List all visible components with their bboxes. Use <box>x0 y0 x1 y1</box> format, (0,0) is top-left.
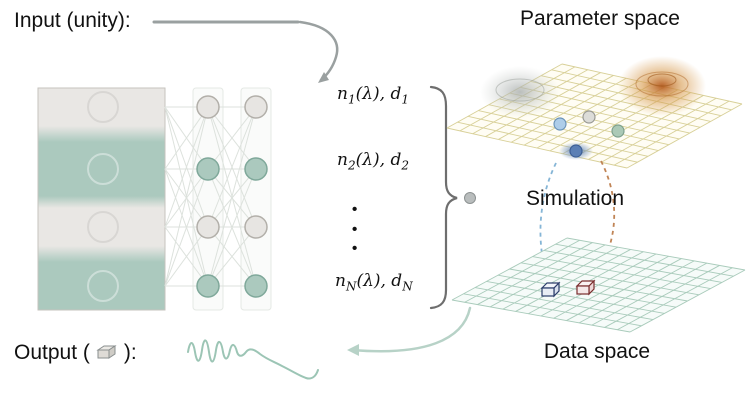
parameter-space-points <box>553 110 625 158</box>
output-label-prefix: Output ( <box>14 341 90 364</box>
parameter-space-title: Parameter space <box>520 7 680 30</box>
param-N-sub: N <box>345 279 357 294</box>
param-1-sub2: 1 <box>401 92 409 107</box>
param-2-var: n <box>337 150 348 170</box>
network-nodes <box>196 95 268 298</box>
data-space-mesh <box>451 237 746 333</box>
simulation-label: Simulation <box>525 187 625 210</box>
output-label-suffix: ): <box>123 341 137 364</box>
node-column-2-panel <box>240 87 272 311</box>
brace <box>429 85 458 310</box>
data-cube-blue <box>540 281 561 298</box>
param-1-sub: 1 <box>347 92 356 107</box>
param-2-sub2: 2 <box>401 158 409 173</box>
param-2-mid: (λ), d <box>355 150 402 170</box>
param-1-mid: (λ), d <box>355 84 402 104</box>
param-label-2: n2(λ), d2 <box>337 150 409 172</box>
param-1-var: n <box>337 84 348 104</box>
parameter-space-bumps <box>480 56 706 160</box>
param-N-sub2: N <box>402 279 413 294</box>
output-arrow <box>350 306 472 353</box>
output-waveform <box>187 339 319 380</box>
network-connections <box>164 106 257 287</box>
data-cube-red <box>575 279 596 296</box>
ellipsis-dots: • • • <box>352 201 358 257</box>
input-label: Input (unity): <box>14 9 131 32</box>
input-arrowhead-icon <box>318 72 329 83</box>
output-arrowhead-icon <box>347 344 359 356</box>
layer-stack <box>37 87 166 311</box>
input-arrow <box>298 20 339 82</box>
param-label-1: n1(λ), d1 <box>337 84 409 106</box>
box-icon <box>96 344 117 359</box>
data-space-points <box>540 279 596 298</box>
data-space-title: Data space <box>543 340 651 363</box>
param-2-sub: 2 <box>347 158 356 173</box>
parameter-vector-node <box>464 192 476 204</box>
param-N-mid: (λ), d <box>356 271 403 291</box>
param-label-N: nN(λ), dN <box>335 271 413 293</box>
simulation-arrow-blue <box>539 162 557 275</box>
output-label: Output ( ): <box>14 340 137 365</box>
param-N-var: n <box>335 271 346 291</box>
